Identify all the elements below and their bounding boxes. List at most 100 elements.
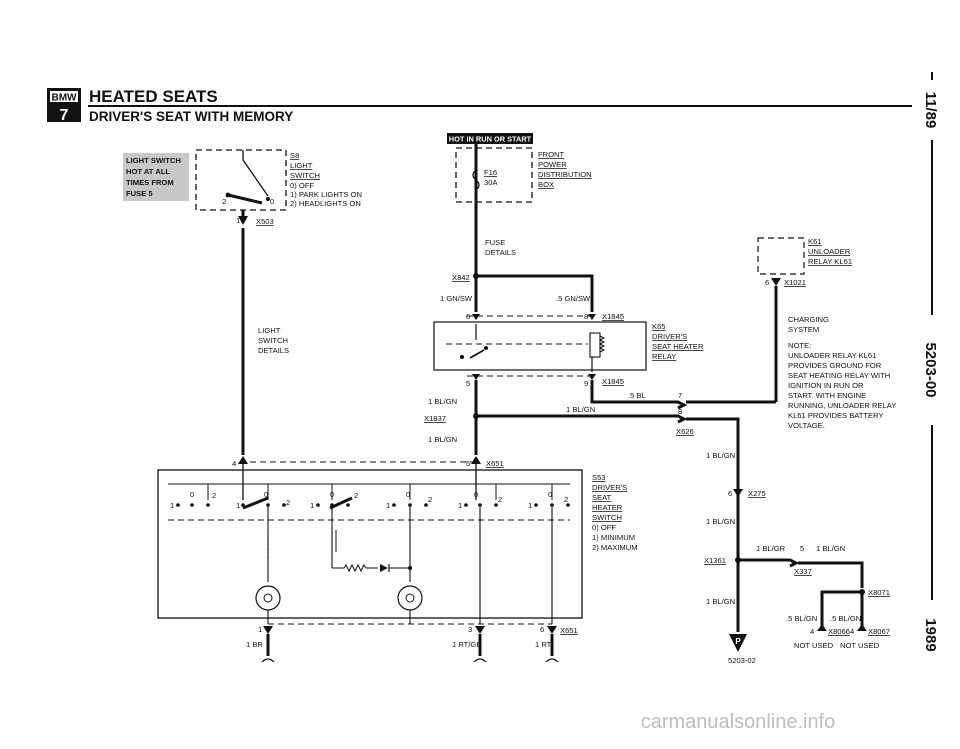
not-used-x8066: NOT USED — [794, 641, 834, 650]
svg-text:.5 BL/GN: .5 BL/GN — [786, 614, 817, 623]
bmw-logo: BMW 7 — [47, 88, 81, 124]
svg-text:HOT AT ALL: HOT AT ALL — [126, 167, 170, 176]
svg-text:8: 8 — [678, 407, 682, 416]
svg-text:FRONT: FRONT — [538, 150, 565, 159]
svg-text:BOX: BOX — [538, 180, 554, 189]
side-code: 5203-00 — [922, 342, 939, 397]
svg-text:HOT IN RUN OR START: HOT IN RUN OR START — [449, 135, 532, 144]
connector-x651-bottom: X651 — [560, 626, 578, 635]
connector-x1845-top: X1845 — [602, 312, 624, 321]
svg-text:S8: S8 — [290, 151, 299, 160]
svg-text:SYSTEM: SYSTEM — [788, 325, 819, 334]
svg-text:5: 5 — [466, 379, 470, 388]
svg-text:RELAY: RELAY — [652, 352, 676, 361]
connector-x337: X337 — [794, 567, 812, 576]
svg-text:3: 3 — [468, 625, 472, 634]
connector-x842: X842 — [452, 273, 470, 282]
not-used-x8067: NOT USED — [840, 641, 880, 650]
svg-text:CHARGING: CHARGING — [788, 315, 829, 324]
logo-top-text: BMW — [52, 93, 78, 104]
svg-text:P: P — [735, 637, 741, 646]
connector-x1845-bottom: X1845 — [602, 377, 624, 386]
svg-text:DISTRIBUTION: DISTRIBUTION — [538, 170, 592, 179]
svg-text:1: 1 — [310, 501, 314, 510]
connector-x1837: X1837 — [424, 414, 446, 423]
connector-x275: X275 — [748, 489, 766, 498]
svg-text:LIGHT: LIGHT — [258, 326, 281, 335]
svg-text:1 BL/GN: 1 BL/GN — [816, 544, 845, 553]
svg-text:4: 4 — [232, 459, 236, 468]
svg-text:5: 5 — [466, 459, 470, 468]
svg-text:6: 6 — [466, 312, 470, 321]
svg-text:1: 1 — [236, 216, 240, 225]
svg-text:1) MINIMUM: 1) MINIMUM — [592, 533, 635, 542]
connector-x8066: X8066 — [828, 627, 850, 636]
page-title: HEATED SEATS — [89, 87, 218, 106]
svg-text:1 BL/GN: 1 BL/GN — [428, 435, 457, 444]
svg-text:1 BR: 1 BR — [246, 640, 263, 649]
svg-text:0: 0 — [548, 490, 552, 499]
svg-text:8: 8 — [584, 312, 588, 321]
front-power-distribution-box: F16 30A FRONT POWER DISTRIBUTION BOX FUS… — [455, 144, 592, 262]
connector-x626: X626 — [676, 427, 694, 436]
svg-text:K61: K61 — [808, 237, 822, 246]
svg-text:5: 5 — [800, 544, 804, 553]
svg-text:LIGHT: LIGHT — [290, 161, 313, 170]
svg-text:VOLTAGE.: VOLTAGE. — [788, 421, 825, 430]
svg-text:4: 4 — [850, 627, 854, 636]
svg-text:0: 0 — [190, 490, 194, 499]
svg-text:1: 1 — [386, 501, 390, 510]
svg-text:HEATER: HEATER — [592, 503, 623, 512]
light-switch-hot-callout: LIGHT SWITCH HOT AT ALL TIMES FROM FUSE … — [123, 153, 189, 201]
connector-x1021: X1021 — [784, 278, 806, 287]
svg-text:1: 1 — [236, 501, 240, 510]
svg-text:1 BL/GN: 1 BL/GN — [566, 405, 595, 414]
svg-text:6: 6 — [728, 489, 732, 498]
svg-text:2: 2 — [428, 495, 432, 504]
hot-in-run-callout: HOT IN RUN OR START — [447, 133, 533, 144]
svg-text:.5 BL/GN: .5 BL/GN — [830, 614, 861, 623]
svg-text:2: 2 — [564, 495, 568, 504]
svg-text:DRIVER'S: DRIVER'S — [592, 483, 627, 492]
svg-text:2: 2 — [286, 498, 290, 507]
svg-text:1 BL/GN: 1 BL/GN — [428, 397, 457, 406]
svg-text:S53: S53 — [592, 473, 606, 482]
svg-text:SEAT HEATER: SEAT HEATER — [652, 342, 704, 351]
svg-text:.5 GN/SW: .5 GN/SW — [556, 294, 591, 303]
svg-text:1 RT/GE: 1 RT/GE — [452, 640, 481, 649]
svg-text:SEAT HEATING RELAY WITH: SEAT HEATING RELAY WITH — [788, 371, 890, 380]
svg-text:4: 4 — [810, 627, 814, 636]
svg-text:UNLOADER: UNLOADER — [808, 247, 851, 256]
svg-text:TIMES FROM: TIMES FROM — [126, 178, 174, 187]
svg-text:5203-02: 5203-02 — [728, 656, 756, 665]
svg-text:0: 0 — [330, 490, 334, 499]
svg-text:IGNITION IN RUN OR: IGNITION IN RUN OR — [788, 381, 864, 390]
svg-text:30A: 30A — [484, 178, 498, 187]
svg-text:9: 9 — [584, 379, 588, 388]
svg-text:START. WITH ENGINE: START. WITH ENGINE — [788, 391, 866, 400]
svg-text:6: 6 — [540, 625, 544, 634]
svg-text:1: 1 — [528, 501, 532, 510]
svg-text:2: 2 — [212, 491, 216, 500]
logo-series-text: 7 — [60, 107, 69, 124]
svg-text:K65: K65 — [652, 322, 666, 331]
connector-x8067: X8067 — [868, 627, 890, 636]
svg-text:DETAILS: DETAILS — [258, 346, 289, 355]
svg-text:SEAT: SEAT — [592, 493, 612, 502]
svg-text:2: 2 — [498, 495, 502, 504]
connector-x8071: X8071 — [868, 588, 890, 597]
svg-text:1 BL/GR: 1 BL/GR — [756, 544, 786, 553]
svg-text:POWER: POWER — [538, 160, 567, 169]
svg-text:DETAILS: DETAILS — [485, 248, 516, 257]
svg-text:RUNNING, UNLOADER RELAY: RUNNING, UNLOADER RELAY — [788, 401, 896, 410]
svg-text:FUSE: FUSE — [485, 238, 505, 247]
svg-text:1 BL/GN: 1 BL/GN — [706, 597, 735, 606]
connector-x651-top: X651 — [486, 459, 504, 468]
svg-text:UNLOADER RELAY KL61: UNLOADER RELAY KL61 — [788, 351, 876, 360]
svg-text:0) OFF: 0) OFF — [592, 523, 616, 532]
k65-seat-heater-relay: 6 8 X1845 K65 DRIVER'S SEAT HEATER RELAY — [433, 312, 704, 372]
svg-text:PROVIDES GROUND FOR: PROVIDES GROUND FOR — [788, 361, 882, 370]
